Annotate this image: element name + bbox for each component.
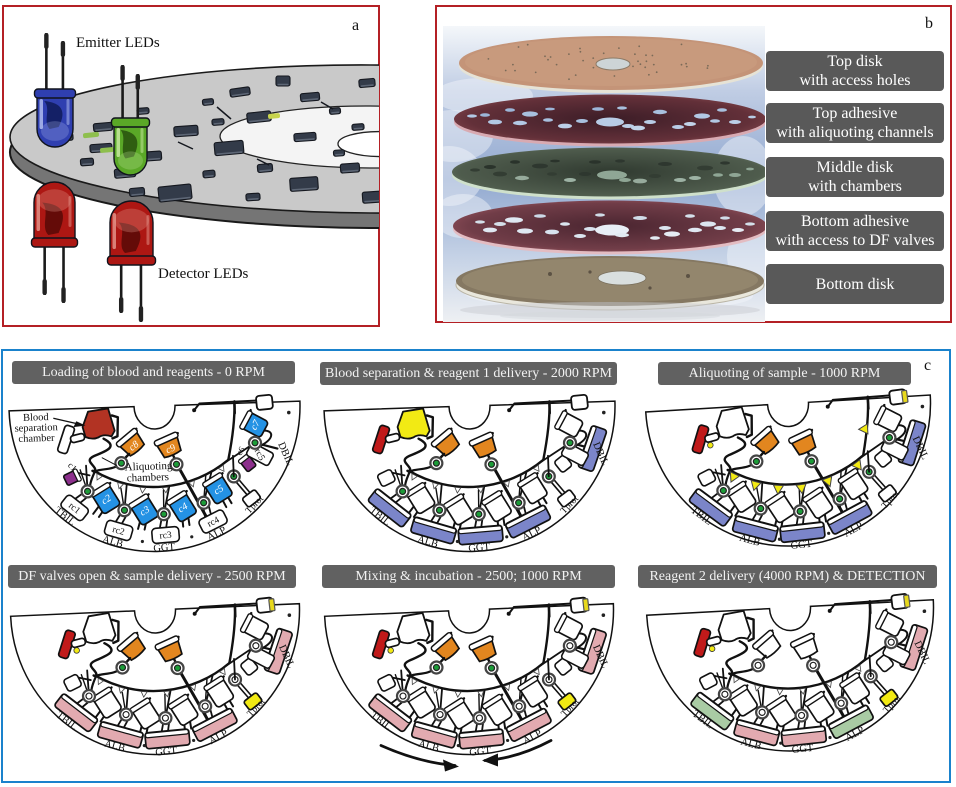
svg-text:Aliquoting: Aliquoting [124,460,173,474]
svg-text:Blood: Blood [23,412,50,424]
svg-text:GGT: GGT [153,542,176,555]
svg-text:ALB: ALB [739,737,762,753]
svg-text:c9: c9 [164,442,177,456]
svg-text:rc3: rc3 [159,531,172,542]
svg-text:chambers: chambers [127,471,170,484]
svg-text:ALB: ALB [103,739,126,755]
svg-text:GGT: GGT [155,745,178,758]
svg-text:GGT: GGT [469,745,492,758]
svg-text:ALB: ALB [417,739,440,755]
svg-text:GGT: GGT [790,539,813,552]
svg-text:chamber: chamber [18,433,55,445]
svg-text:GGT: GGT [468,542,491,555]
svg-text:rc4: rc4 [206,515,222,530]
svg-text:separation: separation [14,422,58,434]
svg-text:rc2: rc2 [111,525,126,538]
svg-text:GGT: GGT [791,743,814,756]
svg-text:ALB: ALB [738,533,761,549]
